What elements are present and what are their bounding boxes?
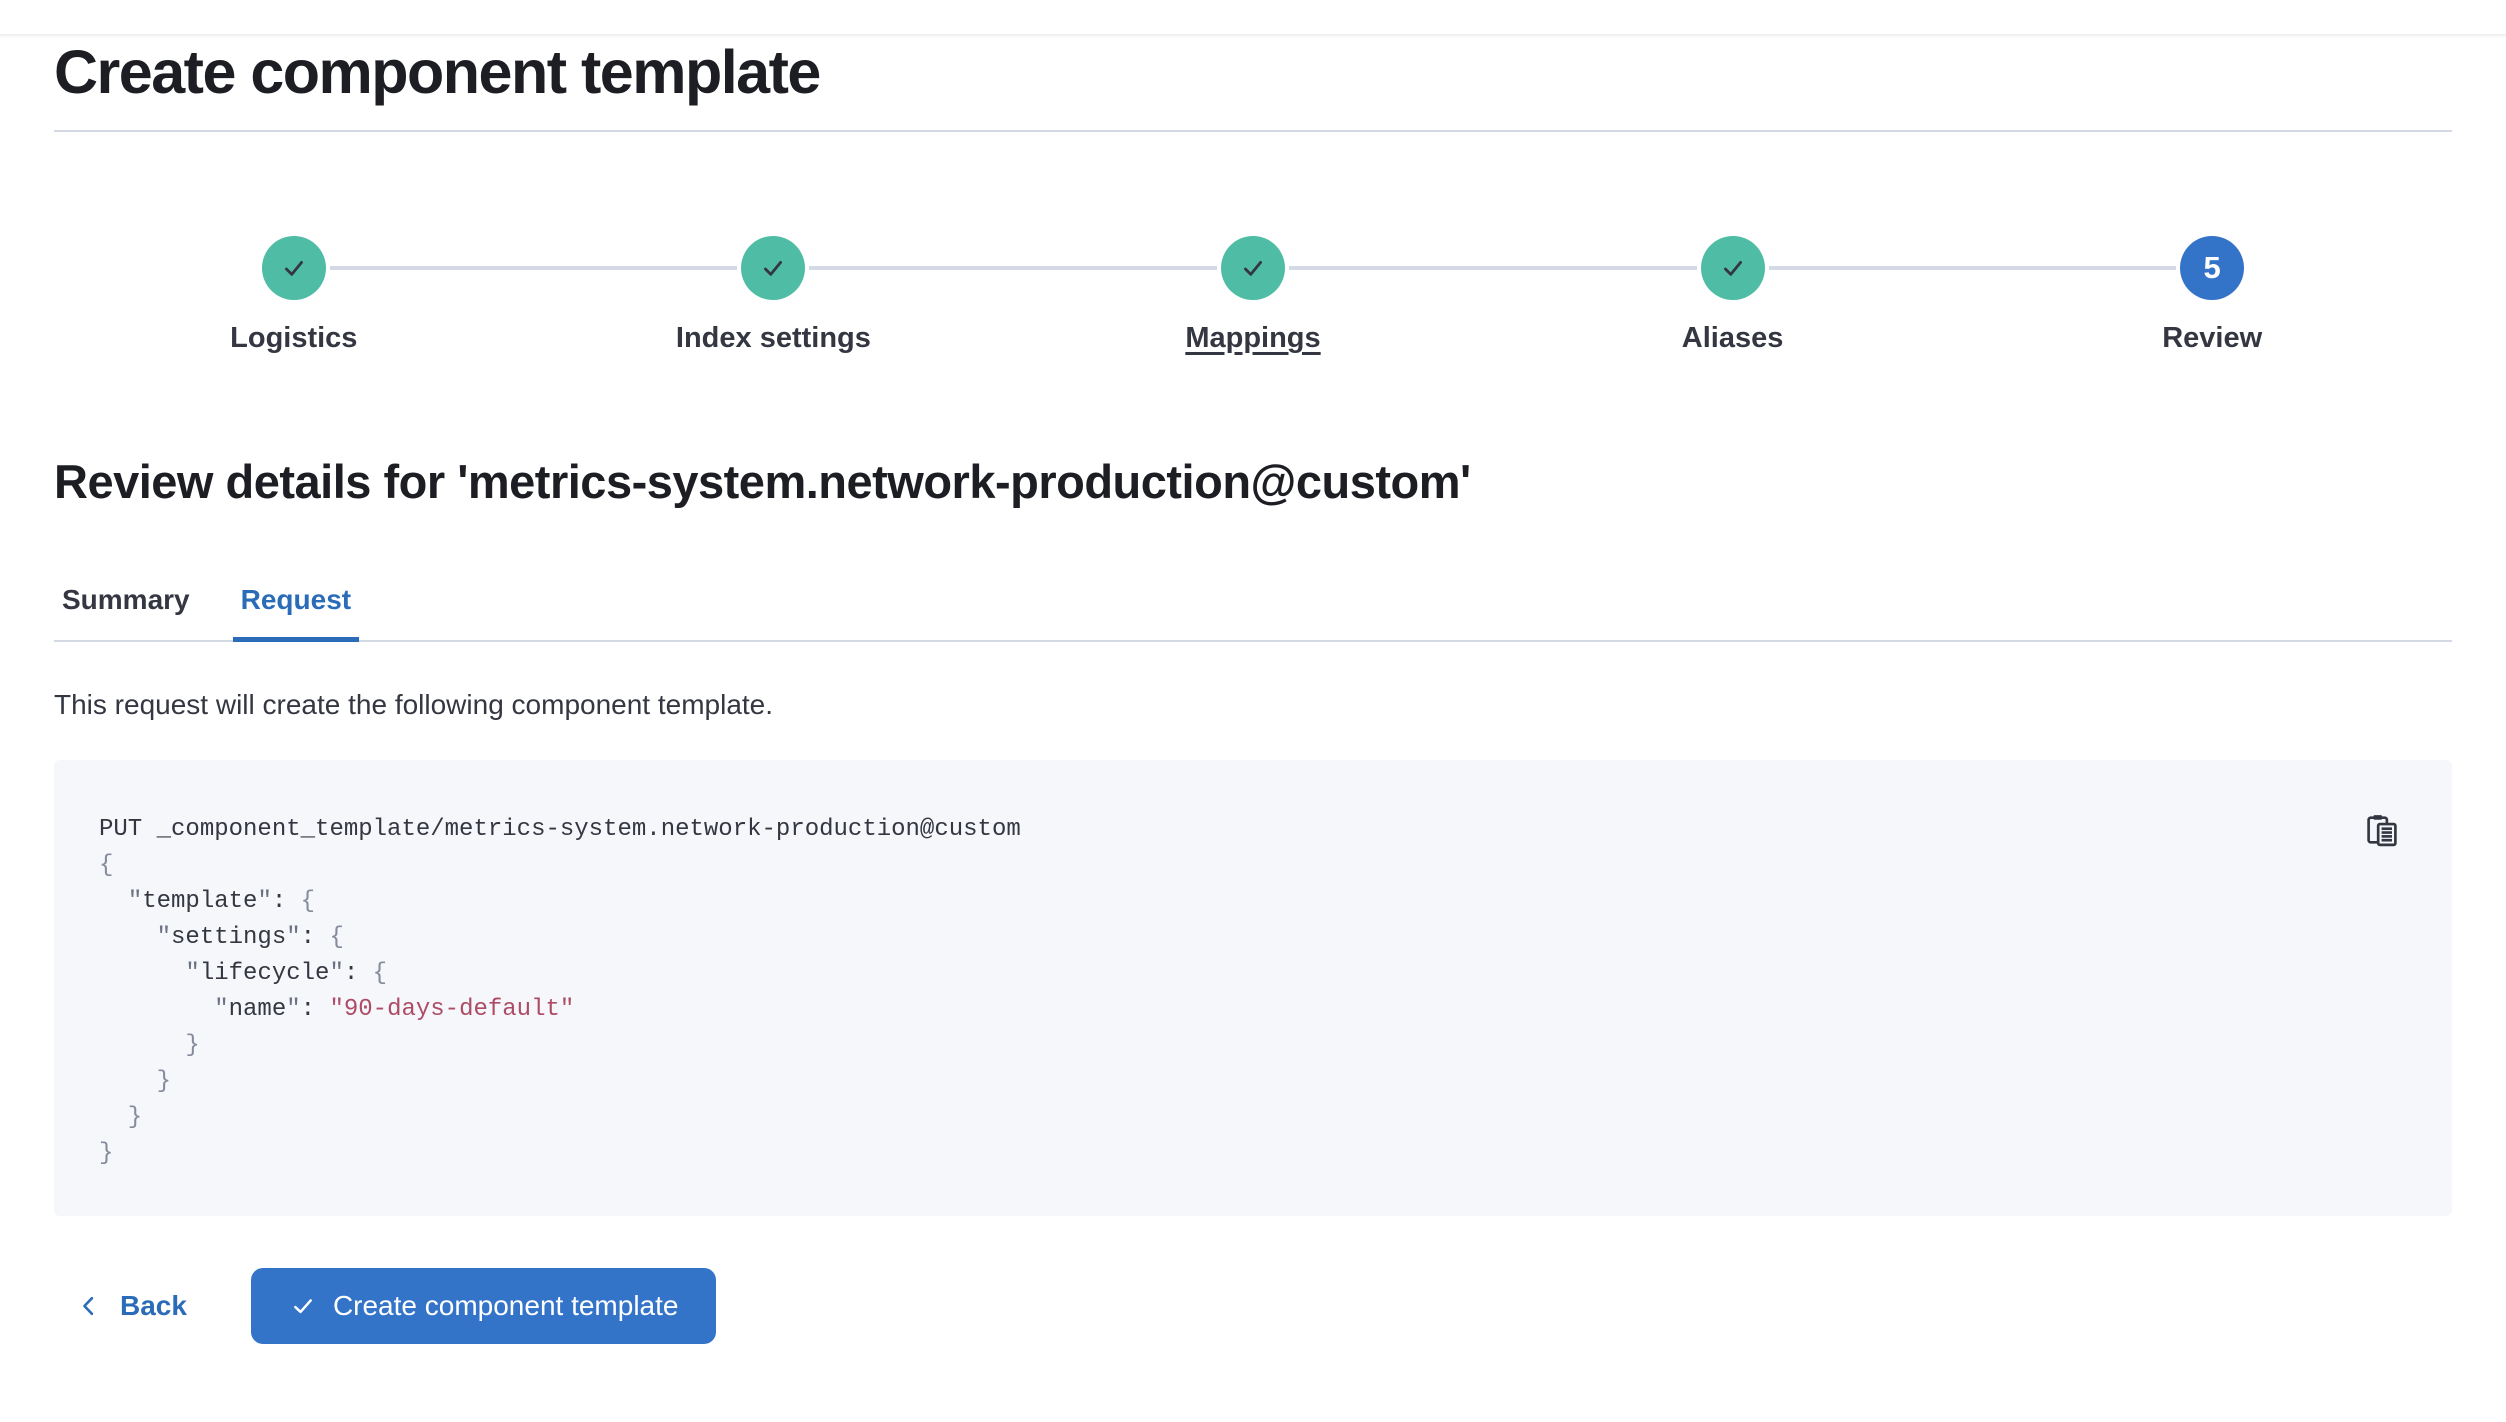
create-component-template-button[interactable]: Create component template bbox=[250, 1268, 717, 1344]
create-component-template-label: Create component template bbox=[332, 1290, 679, 1321]
code-line: "lifecycle": { bbox=[185, 960, 388, 987]
tab-request[interactable]: Request bbox=[232, 584, 360, 642]
code-line: } bbox=[99, 1140, 114, 1167]
back-button[interactable]: Back bbox=[76, 1290, 187, 1322]
step-label: Mappings bbox=[1185, 322, 1321, 354]
title-divider bbox=[54, 130, 2452, 132]
step-check-circle bbox=[261, 236, 326, 300]
step-aliases[interactable]: Aliases bbox=[1492, 236, 1973, 358]
code-line: "settings": { bbox=[156, 924, 344, 951]
review-heading: Review details for 'metrics-system.netwo… bbox=[54, 455, 1471, 508]
step-label: Aliases bbox=[1681, 322, 1784, 354]
step-check-circle bbox=[1220, 236, 1285, 300]
code-line: } bbox=[99, 1068, 172, 1095]
step-label: Review bbox=[2162, 322, 2263, 354]
check-icon bbox=[284, 261, 303, 276]
step-circle-row bbox=[54, 236, 534, 300]
code-line: } bbox=[99, 1032, 200, 1059]
step-logistics[interactable]: Logistics bbox=[54, 236, 534, 358]
code-line: "template": { bbox=[127, 888, 316, 915]
check-icon bbox=[1723, 261, 1742, 276]
step-connector bbox=[1768, 266, 1973, 270]
copy-button[interactable] bbox=[2362, 810, 2402, 850]
step-connector bbox=[329, 266, 534, 270]
step-number-circle: 5 bbox=[2180, 236, 2245, 300]
step-label: Index settings bbox=[675, 322, 871, 354]
step-circle-row: 5 bbox=[1972, 236, 2452, 300]
code-line: { bbox=[99, 852, 114, 879]
step-mappings[interactable]: Mappings bbox=[1013, 236, 1493, 358]
request-code-block: PUT _component_template/metrics-system.n… bbox=[54, 760, 2452, 1216]
step-circle-row bbox=[533, 236, 1014, 300]
step-check-circle bbox=[1700, 236, 1765, 300]
chevron-left-icon bbox=[83, 1296, 94, 1316]
step-check-circle bbox=[741, 236, 806, 300]
step-connector bbox=[1492, 266, 1697, 270]
page-title: Create component template bbox=[54, 38, 821, 106]
back-button-label: Back bbox=[120, 1290, 187, 1321]
step-number: 5 bbox=[2203, 250, 2221, 285]
step-connector bbox=[1972, 266, 2177, 270]
footer-actions: Back Create component template bbox=[54, 1268, 2452, 1344]
step-connector bbox=[1013, 266, 1217, 270]
code-line: PUT _component_template/metrics-system.n… bbox=[99, 816, 1021, 843]
copy-clipboard-icon bbox=[2367, 815, 2397, 847]
check-icon bbox=[1243, 261, 1262, 276]
check-icon bbox=[764, 261, 783, 276]
step-connector bbox=[1288, 266, 1493, 270]
code-content: PUT _component_template/metrics-system.n… bbox=[99, 812, 2332, 1172]
check-icon bbox=[294, 1299, 312, 1314]
tab-summary[interactable]: Summary bbox=[62, 584, 190, 615]
request-description: This request will create the following c… bbox=[54, 689, 774, 720]
step-index-settings[interactable]: Index settings bbox=[533, 236, 1014, 358]
step-circle-row bbox=[1492, 236, 1973, 300]
step-label: Logistics bbox=[230, 322, 358, 354]
code-line: "name": "90-days-default" bbox=[214, 996, 575, 1023]
tabs: Summary Request bbox=[54, 584, 2452, 642]
step-connector bbox=[533, 266, 738, 270]
step-circle-row bbox=[1013, 236, 1493, 300]
step-connector bbox=[809, 266, 1014, 270]
window-top-edge bbox=[0, 34, 2506, 38]
code-line: } bbox=[99, 1104, 143, 1131]
create-component-template-page: Create component template Logistics Index… bbox=[0, 34, 2506, 1344]
